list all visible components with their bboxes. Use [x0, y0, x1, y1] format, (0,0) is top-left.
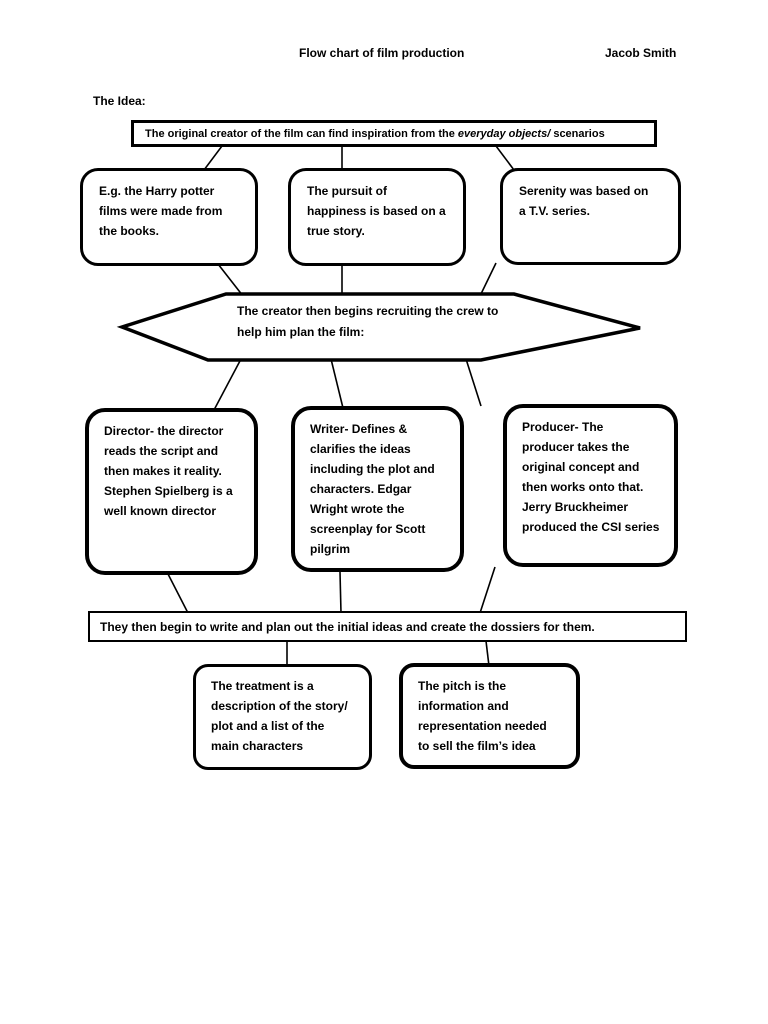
- connector-line: [339, 571, 342, 614]
- role-box-director: Director- the director reads the script …: [85, 408, 258, 575]
- connector-line: [217, 263, 244, 297]
- planning-box: They then begin to write and plan out th…: [88, 611, 687, 642]
- connector-line: [213, 358, 242, 411]
- inspiration-text-suffix: scenarios: [550, 127, 605, 140]
- connector-line: [203, 145, 223, 171]
- connector-line: [167, 573, 189, 614]
- dossier-box-pitch: The pitch is the information and represe…: [399, 663, 580, 769]
- inspiration-text-normal: The original creator of the film can fin…: [145, 127, 458, 140]
- inspiration-box: The original creator of the film can fin…: [131, 120, 657, 147]
- recruiting-text: The creator then begins recruiting the c…: [237, 304, 499, 339]
- connector-line: [330, 358, 344, 409]
- connector-line: [495, 145, 515, 171]
- example-box-serenity: Serenity was based on a T.V. series.: [500, 168, 681, 265]
- section-label-the-idea: The Idea:: [93, 94, 146, 108]
- role-box-producer: Producer- The producer takes the origina…: [503, 404, 678, 567]
- connector-line: [485, 640, 490, 667]
- dossier-box-treatment: The treatment is a description of the st…: [193, 664, 372, 770]
- role-box-writer: Writer- Defines & clarifies the ideas in…: [291, 406, 464, 572]
- document-title: Flow chart of film production: [299, 46, 465, 60]
- author-name: Jacob Smith: [605, 46, 677, 60]
- connector-lines: [167, 145, 515, 667]
- connector-line: [479, 566, 496, 614]
- connector-line: [465, 358, 482, 407]
- example-box-harry-potter: E.g. the Harry potter films were made fr…: [80, 168, 258, 266]
- inspiration-text-italic: everyday objects/: [457, 127, 551, 140]
- connector-line: [479, 262, 497, 297]
- recruiting-hexagon: [116, 292, 641, 362]
- inspiration-text: The original creator of the film can fin…: [145, 124, 605, 144]
- example-box-pursuit-of-happiness: The pursuit of happiness is based on a t…: [288, 168, 466, 266]
